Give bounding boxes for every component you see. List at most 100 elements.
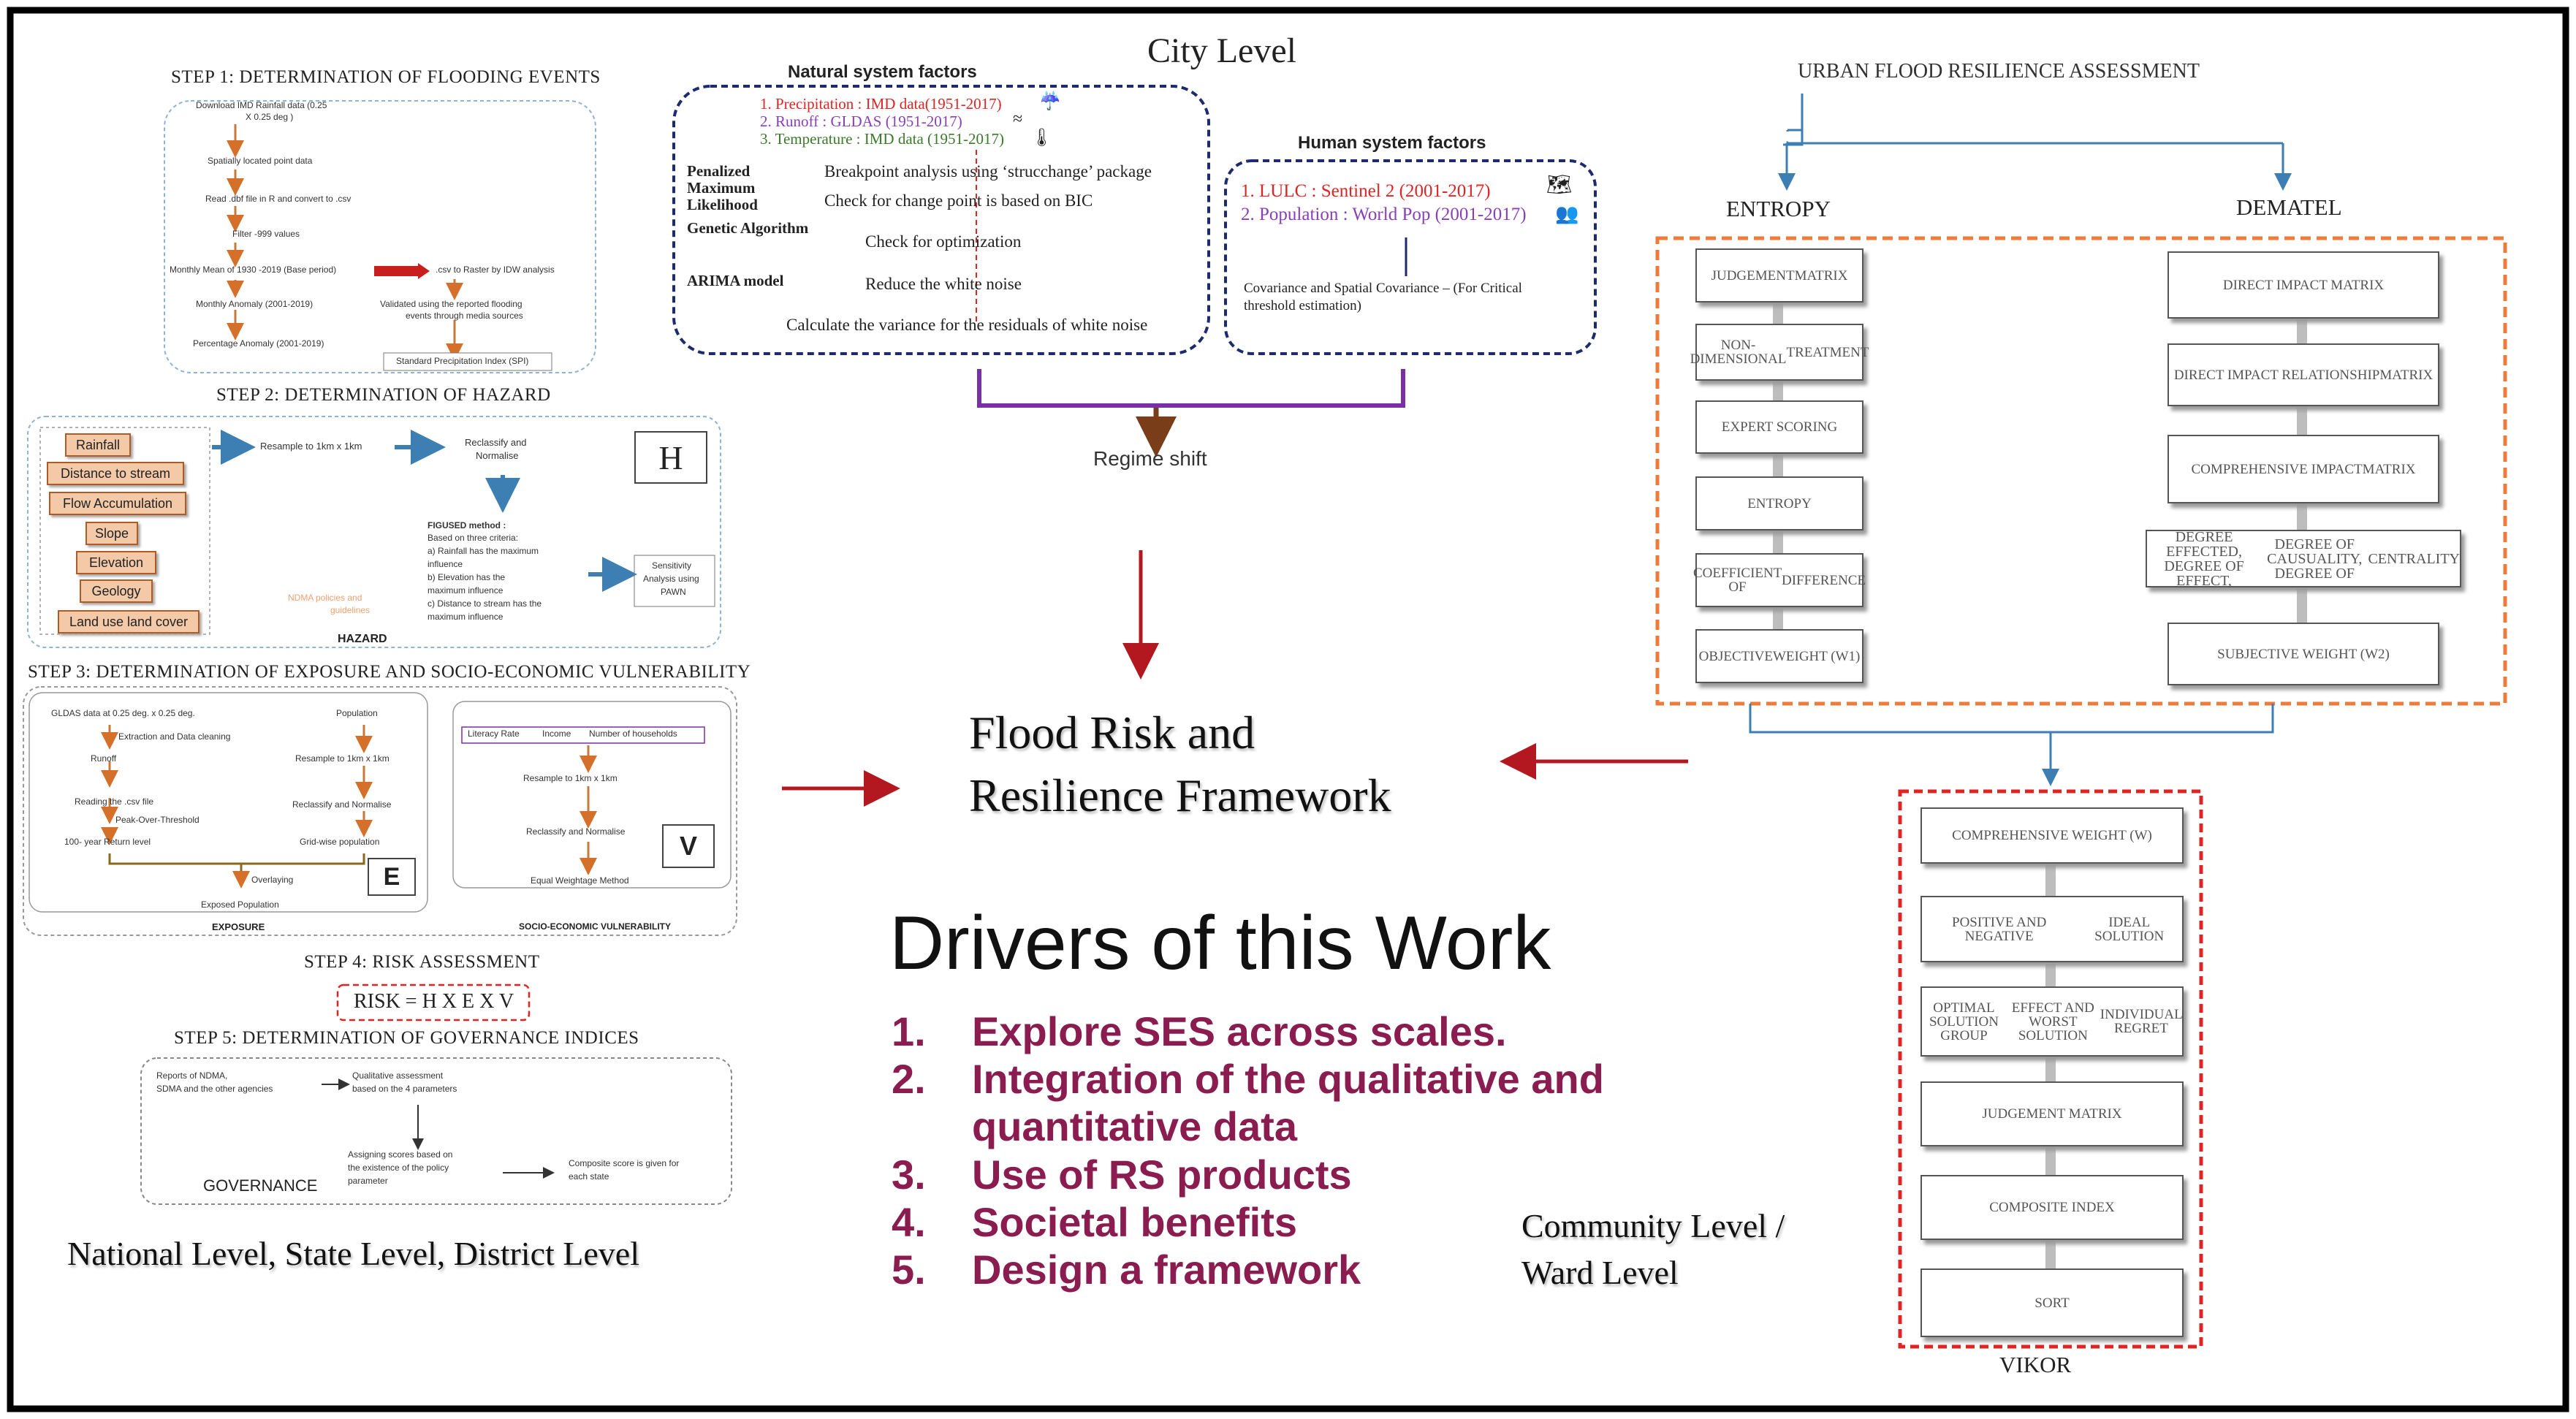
natural-factor: 2. Runoff : GLDAS (1951-2017) (760, 113, 962, 130)
driver-text: quantitative data (972, 1103, 1297, 1149)
risk-formula-box (336, 984, 531, 1022)
people-icon: 👥 (1555, 203, 1579, 224)
gov-item: parameter (348, 1176, 388, 1186)
vikor-box: JUDGEMENT MATRIX (1920, 1081, 2184, 1146)
step1-item: Monthly Mean of 1930 -2019 (Base period) (170, 265, 337, 275)
exposure-item: Overlaying (251, 875, 294, 885)
hazard-method: maximum influence (428, 612, 504, 622)
exposure-item: Reading the .csv file (75, 796, 154, 807)
outer-frame (7, 7, 2569, 1412)
driver-text: Use of RS products (972, 1152, 1352, 1198)
exposure-badge: E (368, 858, 416, 896)
hazard-method: a) Rainfall has the maximum (428, 546, 539, 556)
dematel-box: DEGREE EFFECTED, DEGREE OF EFFECT,DEGREE… (2146, 530, 2461, 588)
precip-icon: ☔ (1039, 92, 1061, 111)
hazard-sensitivity: PAWN (661, 587, 686, 597)
driver-text: Design a framework (972, 1247, 1361, 1293)
natural-step: Calculate the variance for the residuals… (786, 316, 1148, 334)
step1-item: Percentage Anomaly (2001-2019) (193, 338, 324, 349)
dematel-label: DEMATEL (2236, 194, 2342, 220)
step5-panel (140, 1057, 732, 1205)
vikor-box: COMPREHENSIVE WEIGHT (W) (1920, 807, 2184, 864)
hazard-method: Based on three criteria: (428, 533, 519, 543)
step1-item: Spatially located point data (208, 156, 313, 166)
human-factor: 1. LULC : Sentinel 2 (2001-2017) (1241, 181, 1491, 201)
hazard-method: b) Elevation has the (428, 572, 506, 582)
gov-item: based on the 4 parameters (352, 1084, 457, 1094)
vuln-item: Equal Weightage Method (531, 875, 629, 886)
vuln-header: Income (542, 728, 571, 739)
step1-item: Monthly Anomaly (2001-2019) (196, 299, 314, 309)
gov-item: the existence of the policy (348, 1163, 449, 1173)
gov-item: Reports of NDMA, (156, 1070, 228, 1081)
natural-method: ARIMA model (687, 272, 784, 289)
step2-panel (27, 416, 721, 648)
exposure-item: Peak-Over-Threshold (115, 815, 200, 825)
driver-number: 1. (892, 1008, 926, 1054)
driver-number: 2. (892, 1056, 926, 1102)
risk-formula: RISK = H X E X V (354, 990, 514, 1013)
exposure-item: Runoff (91, 753, 117, 764)
driver-number: 5. (892, 1247, 926, 1293)
natural-method: Likelihood (687, 196, 758, 213)
city-level-title: City Level (1147, 31, 1296, 70)
hazard-ndma: guidelines (330, 605, 371, 615)
step1-item: Standard Precipitation Index (SPI) (396, 356, 529, 366)
step3-title: STEP 3: DETERMINATION OF EXPOSURE AND SO… (28, 662, 751, 682)
exposure-footer: EXPOSURE (212, 921, 265, 932)
exposure-item: GLDAS data at 0.25 deg. x 0.25 deg. (51, 708, 195, 718)
driver-text: Societal benefits (972, 1199, 1298, 1245)
step1-title: STEP 1: DETERMINATION OF FLOODING EVENTS (171, 67, 601, 87)
gov-item: Composite score is given for (569, 1158, 680, 1168)
hazard-method: maximum influence (428, 585, 504, 596)
entropy-dematel-panel (1655, 236, 2507, 706)
community-level-label: Ward Level (1521, 1254, 1679, 1291)
driver-number: 3. (892, 1152, 926, 1198)
step1-item: .csv to Raster by IDW analysis (436, 265, 555, 275)
regime-shift-label: Regime shift (1093, 447, 1207, 470)
step1-item: Download IMD Rainfall data (0.25 (196, 100, 327, 110)
step3-panel (23, 686, 737, 936)
exposure-item: 100- year Return level (64, 837, 151, 847)
community-level-label: Community Level / (1521, 1207, 1785, 1244)
dematel-box: DIRECT IMPACT MATRIX (2167, 251, 2439, 319)
thermometer-icon: 🌡 (1030, 129, 1053, 148)
vikor-panel (1898, 789, 2203, 1349)
exposure-item: Resample to 1km x 1km (295, 753, 390, 764)
step4-title: STEP 4: RISK ASSESSMENT (304, 952, 540, 972)
vuln-header: Number of households (589, 728, 677, 739)
map-icon: 🗺 (1546, 174, 1573, 197)
hazard-input: Distance to stream (47, 462, 184, 485)
natural-method: Genetic Algorithm (687, 219, 809, 237)
natural-factors-panel (672, 85, 1210, 355)
hazard-input: Geology (80, 579, 153, 603)
natural-step: Breakpoint analysis using ‘strucchange’ … (824, 162, 1152, 180)
runoff-icon: ≈ (1013, 110, 1023, 129)
natural-method: Maximum (687, 179, 756, 197)
natural-step: Check for optimization (865, 232, 1022, 251)
natural-factor: 1. Precipitation : IMD data(1951-2017) (760, 95, 1002, 113)
hazard-input: Rainfall (65, 433, 131, 457)
step1-item: events through media sources (406, 311, 523, 321)
dematel-box: SUBJECTIVE WEIGHT (W2) (2167, 623, 2439, 685)
vuln-item: Resample to 1km x 1km (523, 773, 618, 783)
gov-footer: GOVERNANCE (203, 1176, 318, 1195)
hazard-input: Slope (86, 522, 138, 545)
hazard-ndma: NDMA policies and (288, 593, 362, 603)
step2-title: STEP 2: DETERMINATION OF HAZARD (216, 385, 551, 405)
human-title: Human system factors (1298, 133, 1486, 153)
hazard-sensitivity: Sensitivity (652, 560, 692, 571)
gov-item: SDMA and the other agencies (156, 1084, 273, 1094)
vuln-header: Literacy Rate (468, 728, 520, 739)
hazard-sensitivity: Analysis using (643, 574, 699, 584)
hazard-footer: HAZARD (338, 633, 387, 645)
exposure-item: Exposed Population (201, 899, 279, 910)
